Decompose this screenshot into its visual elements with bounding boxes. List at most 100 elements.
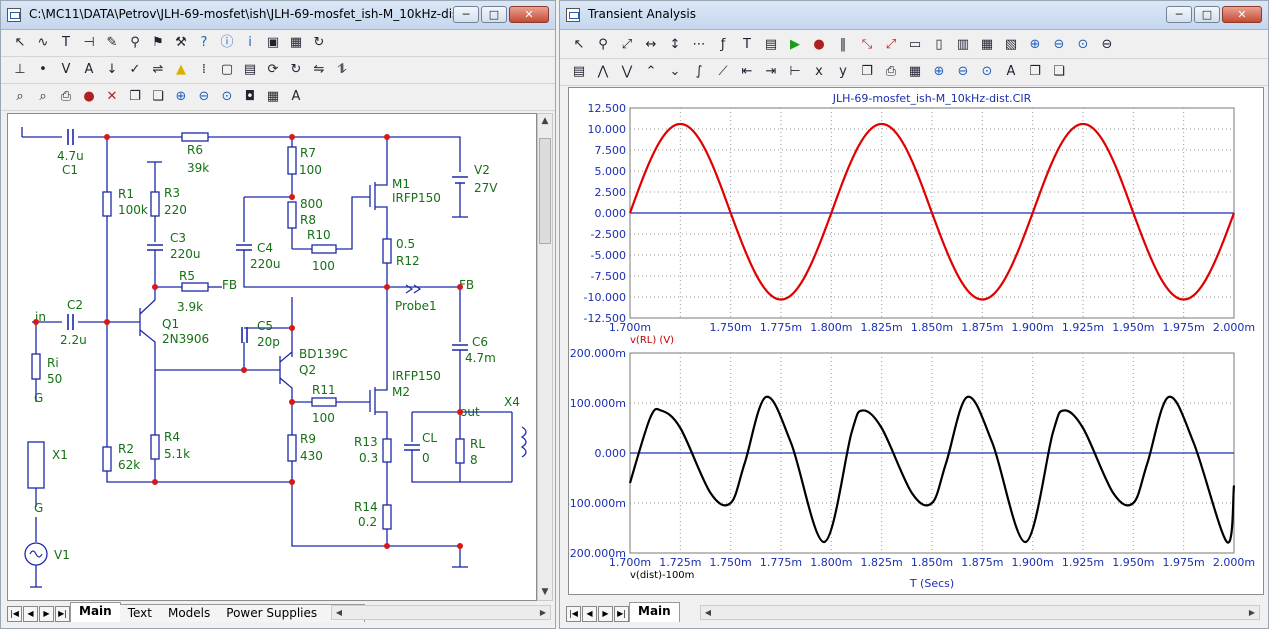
tokens2-button[interactable]: ⤢ [882, 36, 900, 54]
cancel-button[interactable]: ✕ [103, 88, 121, 106]
warning-button[interactable]: ▲ [172, 61, 190, 79]
pin-button[interactable]: ⊥ [11, 61, 29, 79]
minus-button[interactable]: ⊖ [1098, 36, 1116, 54]
scroll-up-icon[interactable]: ▲ [541, 116, 549, 126]
drop-button[interactable]: ↓ [103, 61, 121, 79]
pencil-button[interactable]: ✎ [103, 34, 121, 52]
page2-button[interactable]: ▤ [241, 61, 259, 79]
font-button[interactable]: A [1002, 63, 1020, 81]
font-button[interactable]: A [287, 88, 305, 106]
select-arrow-button[interactable]: ↖ [570, 36, 588, 54]
x-value-button[interactable]: x [810, 63, 828, 81]
probe-button[interactable]: ⚲ [126, 34, 144, 52]
flip-x-button[interactable]: ⇋ [310, 61, 328, 79]
scope-button[interactable]: ▣ [264, 34, 282, 52]
select-arrow-button[interactable]: ↖ [11, 34, 29, 52]
low-button[interactable]: ⌄ [666, 63, 684, 81]
rotate-button[interactable]: ↻ [287, 61, 305, 79]
probe-button[interactable]: ⚲ [594, 36, 612, 54]
zoom-fit-button[interactable]: ⊙ [978, 63, 996, 81]
tab-power-supplies[interactable]: Power Supplies [218, 604, 327, 622]
zoom-out-button[interactable]: ⊖ [1050, 36, 1068, 54]
high-button[interactable]: ⌃ [642, 63, 660, 81]
tab-text[interactable]: Text [119, 604, 161, 622]
text-tool-button[interactable]: T [57, 34, 75, 52]
current-probe-button[interactable]: A [80, 61, 98, 79]
rotate-button[interactable]: ↻ [310, 34, 328, 52]
scroll-right-icon[interactable]: ▶ [1248, 608, 1256, 617]
tab-main[interactable]: Main [629, 602, 680, 622]
tab-models[interactable]: Models [159, 604, 220, 622]
scroll-left-icon[interactable]: ◀ [335, 608, 343, 617]
paste-button[interactable]: ❏ [149, 88, 167, 106]
pause-button[interactable]: ‖ [834, 36, 852, 54]
minimize-button[interactable]: ─ [1166, 6, 1192, 23]
component-button[interactable]: ⊣ [80, 34, 98, 52]
valley-button[interactable]: ⋁ [618, 63, 636, 81]
copy-button[interactable]: ❐ [126, 88, 144, 106]
first-tab-icon[interactable]: |◀ [7, 606, 22, 622]
scale-y-button[interactable]: ↕ [666, 36, 684, 54]
node-button[interactable]: • [34, 61, 52, 79]
layout2-button[interactable]: ▯ [930, 36, 948, 54]
schematic-horizontal-scrollbar[interactable]: ◀ ▶ [331, 605, 551, 620]
zoom-in-button[interactable]: ⊕ [1026, 36, 1044, 54]
close-button[interactable]: ✕ [1222, 6, 1262, 23]
help-topics-button[interactable]: ⓘ [218, 34, 236, 52]
schematic-titlebar[interactable]: C:\MC11\DATA\Petrov\JLH-69-mosfet\ish\JL… [1, 1, 555, 30]
next-tab-icon[interactable]: ▶ [39, 606, 54, 622]
run-button[interactable]: ▶ [786, 36, 804, 54]
cursor-left-button[interactable]: ⇤ [738, 63, 756, 81]
zoom-out-button[interactable]: ⊖ [954, 63, 972, 81]
print-button[interactable]: ⎙ [57, 88, 75, 106]
help-button[interactable]: ? [195, 34, 213, 52]
grid-button[interactable]: ▦ [906, 63, 924, 81]
paste2-button[interactable]: ❏ [1050, 63, 1068, 81]
last-tab-icon[interactable]: ▶| [614, 606, 629, 622]
prev-tab-icon[interactable]: ◀ [23, 606, 38, 622]
first-tab-icon[interactable]: |◀ [566, 606, 581, 622]
scroll-down-icon[interactable]: ▼ [541, 587, 549, 597]
flag-button[interactable]: ⚑ [149, 34, 167, 52]
next-tab-icon[interactable]: ▶ [598, 606, 613, 622]
y-value-button[interactable]: y [834, 63, 852, 81]
info-button[interactable]: i [241, 34, 259, 52]
prev-tab-icon[interactable]: ◀ [582, 606, 597, 622]
peak-button[interactable]: ⋀ [594, 63, 612, 81]
text-tool-button[interactable]: T [738, 36, 756, 54]
stop-button[interactable]: ● [810, 36, 828, 54]
copy-button[interactable]: ❐ [858, 63, 876, 81]
grid-button[interactable]: ▦ [287, 34, 305, 52]
maximize-button[interactable]: □ [481, 6, 507, 23]
scroll-left-icon[interactable]: ◀ [704, 608, 712, 617]
page-button[interactable]: ▢ [218, 61, 236, 79]
measure-button[interactable]: ⊢ [786, 63, 804, 81]
check-button[interactable]: ✓ [126, 61, 144, 79]
zoom-out-button[interactable]: ⊖ [195, 88, 213, 106]
stop-button[interactable]: ● [80, 88, 98, 106]
tab-main[interactable]: Main [70, 602, 121, 622]
grid-dots-button[interactable]: ⁞ [195, 61, 213, 79]
voltage-probe-button[interactable]: V [57, 61, 75, 79]
wire-button[interactable]: ∿ [34, 34, 52, 52]
data-points-button[interactable]: ⋯ [690, 36, 708, 54]
copy2-button[interactable]: ❐ [1026, 63, 1044, 81]
scale-button[interactable]: ⤢ [618, 36, 636, 54]
last-tab-icon[interactable]: ▶| [55, 606, 70, 622]
scroll-right-icon[interactable]: ▶ [539, 608, 547, 617]
layout1-button[interactable]: ▭ [906, 36, 924, 54]
properties-button[interactable]: ▤ [570, 63, 588, 81]
align-button[interactable]: ⇌ [149, 61, 167, 79]
layout5-button[interactable]: ▧ [1002, 36, 1020, 54]
layout3-button[interactable]: ▥ [954, 36, 972, 54]
find-button[interactable]: ⌕ [11, 88, 29, 106]
analysis-horizontal-scrollbar[interactable]: ◀ ▶ [700, 605, 1260, 620]
tokens-button[interactable]: ⤡ [858, 36, 876, 54]
inflection-button[interactable]: ∫ [690, 63, 708, 81]
tools-button[interactable]: ⚒ [172, 34, 190, 52]
analysis-titlebar[interactable]: Transient Analysis ─ □ ✕ [560, 1, 1268, 30]
slope-button[interactable]: ⟋ [714, 63, 732, 81]
minimize-button[interactable]: ─ [453, 6, 479, 23]
properties-button[interactable]: ▤ [762, 36, 780, 54]
